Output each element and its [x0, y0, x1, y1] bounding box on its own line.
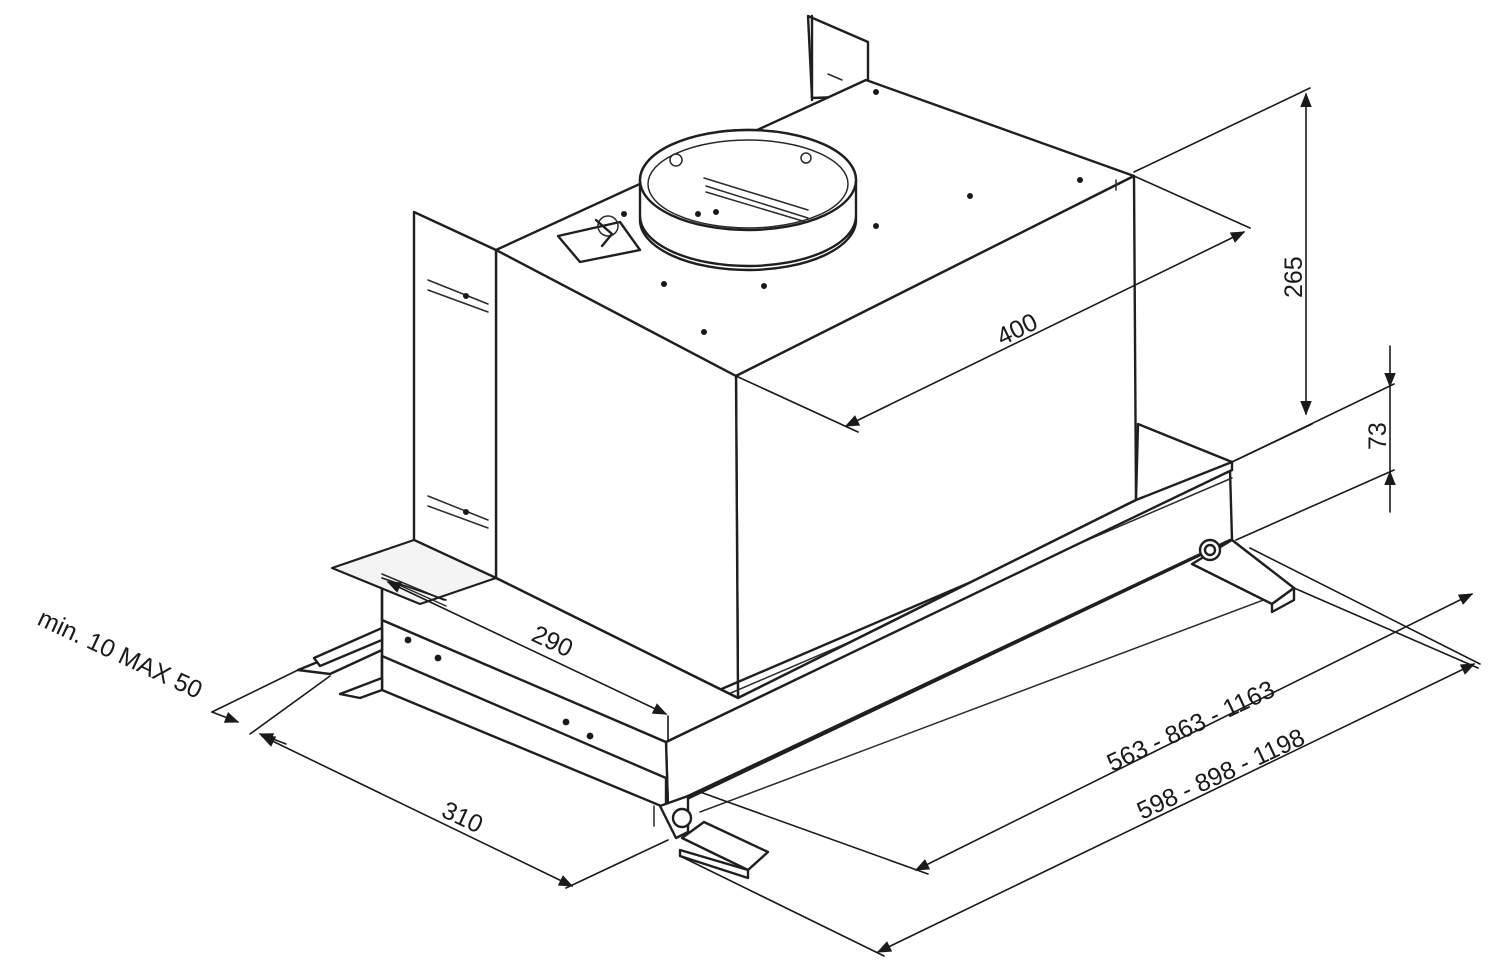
label-73: 73 [1364, 422, 1392, 450]
dimension-lines [211, 87, 1481, 957]
label-310: 310 [437, 796, 487, 839]
hood-body [296, 14, 1296, 880]
bottom-rails [296, 538, 1296, 880]
top-holes [621, 89, 1083, 335]
control-module [556, 215, 642, 264]
left-bracket [412, 210, 498, 580]
label-panel-gap: min. 10 MAX 50 [33, 604, 206, 705]
label-265: 265 [1280, 256, 1308, 298]
duct-collar [638, 128, 858, 272]
